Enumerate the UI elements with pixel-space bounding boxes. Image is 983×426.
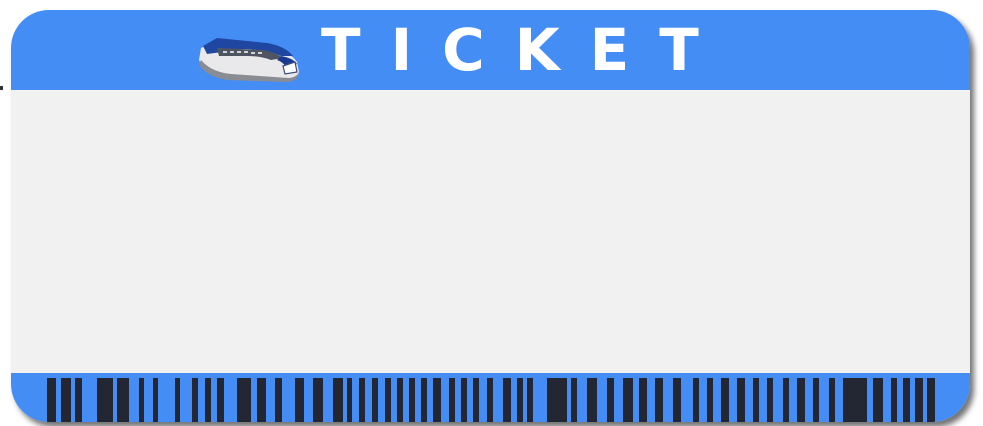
ticket-title: TICKET [321, 16, 729, 84]
ticket-card: TICKET [11, 10, 970, 422]
barcode-bar [217, 378, 224, 422]
barcode-bar [61, 378, 71, 422]
barcode-bar [673, 378, 681, 422]
barcode-bar [891, 378, 897, 422]
barcode-bar [473, 378, 479, 422]
barcode-bar [347, 378, 352, 422]
barcode-bar [397, 378, 403, 422]
barcode-bar [783, 378, 789, 422]
barcode-bar [829, 378, 835, 422]
barcode-bar [721, 378, 729, 422]
barcode-bar [359, 378, 365, 422]
barcode-bar [75, 378, 82, 422]
barcode-bar [655, 378, 663, 422]
barcode-bar [517, 378, 523, 422]
barcode-bar [639, 378, 647, 422]
barcode-bar [737, 378, 745, 422]
barcode-bar [385, 378, 391, 422]
barcode-bar [843, 378, 867, 422]
barcode-bar [449, 378, 455, 422]
barcode-bar [797, 378, 805, 422]
barcode-bar [192, 378, 198, 422]
barcode-bar [97, 378, 113, 422]
barcode-bar [571, 378, 577, 422]
barcode-bar [117, 378, 129, 422]
barcode-bar [873, 378, 883, 422]
barcode-bar [903, 378, 910, 422]
barcode-bar [487, 378, 493, 422]
barcode-bar [47, 378, 56, 422]
barcode-bar [372, 378, 378, 422]
barcode-bar [275, 378, 282, 422]
barcode-bar [139, 378, 144, 422]
barcode-bar [693, 378, 699, 422]
barcode-bar [587, 378, 597, 422]
barcode-bar [547, 378, 567, 422]
barcode-bar [333, 378, 343, 422]
barcode-bar [707, 378, 713, 422]
ticket-body [11, 90, 970, 373]
barcode-bar [421, 378, 427, 422]
barcode-bar [433, 378, 441, 422]
barcode-bar [915, 378, 923, 422]
barcode-bar [813, 378, 819, 422]
barcode-bar [623, 378, 633, 422]
barcode-bar [927, 378, 935, 422]
barcode-bar [461, 378, 467, 422]
barcode-bar [409, 378, 415, 422]
barcode-bar [313, 378, 323, 422]
ticket-header: TICKET [11, 10, 970, 90]
barcode-bar [237, 378, 251, 422]
barcode-bar [175, 378, 180, 422]
barcode-icon [47, 378, 935, 422]
barcode-bar [767, 378, 773, 422]
ticket-footer [11, 373, 970, 422]
barcode-bar [753, 378, 759, 422]
barcode-bar [205, 378, 211, 422]
train-icon [199, 38, 299, 82]
barcode-bar [153, 378, 158, 422]
barcode-bar [295, 378, 304, 422]
barcode-bar [607, 378, 614, 422]
edge-mark [0, 86, 3, 90]
barcode-bar [527, 378, 533, 422]
barcode-bar [257, 378, 266, 422]
barcode-bar [503, 378, 511, 422]
